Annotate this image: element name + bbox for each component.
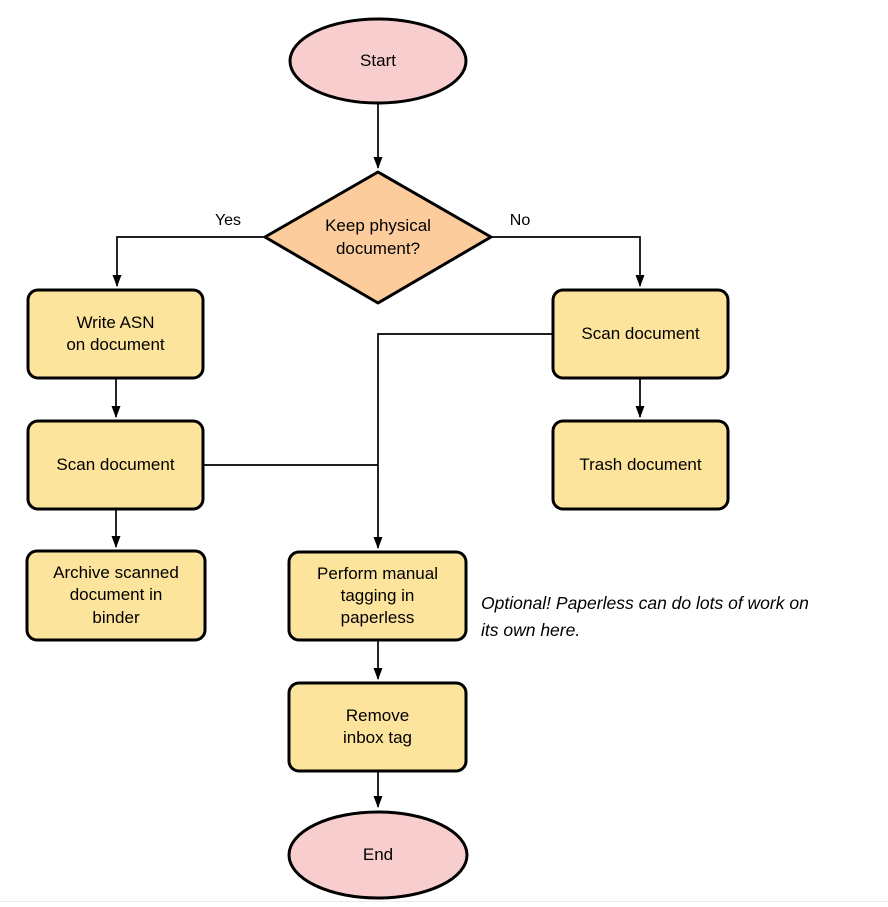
node-decision-shape	[263, 170, 493, 305]
edge-scan-right-to-tagging	[373, 333, 552, 549]
node-trash-shape	[551, 419, 730, 511]
node-write-asn-shape	[26, 288, 205, 380]
node-end-shape	[287, 810, 469, 900]
edge-decision-to-write-asn	[112, 236, 264, 287]
node-archive-shape	[25, 549, 207, 642]
node-start-shape	[288, 17, 468, 105]
node-tagging-shape	[287, 550, 468, 642]
edge-decision-to-scan-right	[492, 236, 645, 287]
node-scan-left-shape	[26, 419, 205, 511]
node-remove-inbox-shape	[287, 681, 468, 773]
edge-layer	[111, 104, 645, 808]
node-scan-right-shape	[551, 288, 730, 380]
shape-layer	[25, 17, 730, 900]
bottom-divider	[0, 901, 888, 902]
